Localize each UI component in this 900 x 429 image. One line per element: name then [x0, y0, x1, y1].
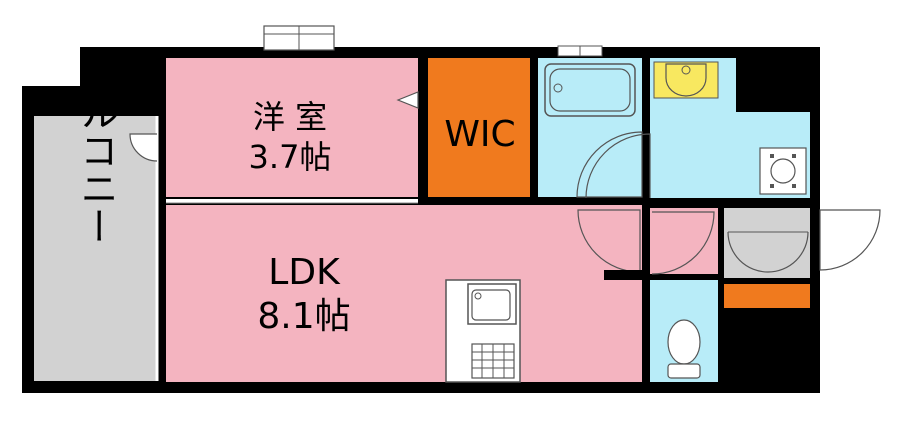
balcony [34, 116, 157, 381]
western-room-name: 洋 室 [253, 98, 327, 136]
bathtub-icon [544, 63, 636, 117]
toilet-icon [667, 319, 701, 379]
entrance [724, 208, 810, 278]
washing-machine-icon [759, 147, 807, 195]
hallway [650, 208, 718, 274]
wic-label: WIC [444, 114, 515, 155]
western-room [166, 58, 418, 197]
shoe-cabinet [724, 284, 810, 308]
walk-in-closet [428, 58, 530, 197]
entrance-door-icon [819, 209, 881, 271]
stove-icon [471, 343, 515, 379]
western-room-size: 3.7帖 [249, 138, 332, 176]
ldk-name: LDK [268, 252, 341, 293]
balcony-door-icon [129, 133, 158, 162]
ldk-room [166, 205, 642, 382]
ldk-size: 8.1帖 [257, 296, 350, 337]
balcony-label: バルコニー [74, 55, 118, 245]
